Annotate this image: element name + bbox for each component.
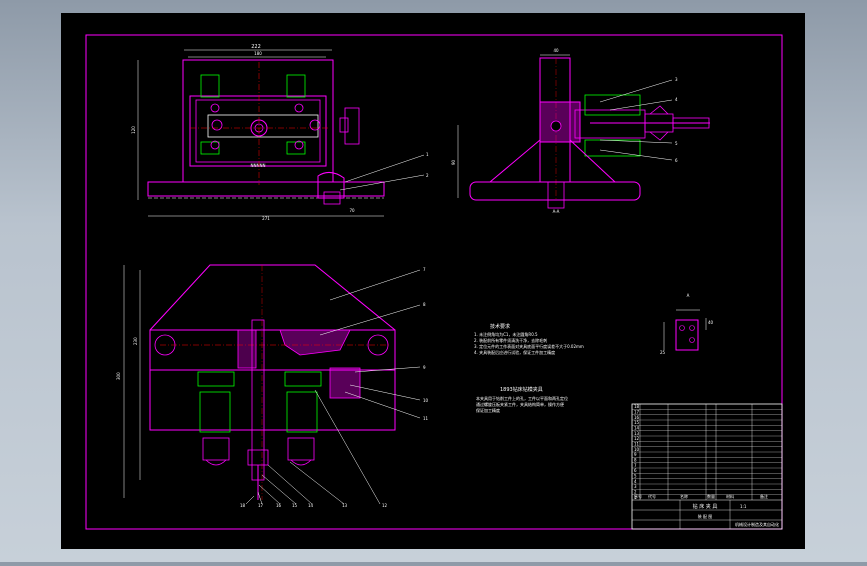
front-leader-1: 1: [426, 152, 429, 157]
side-leader-5: 5: [675, 141, 678, 146]
drawing-caption: 1893钻床钻模夹具 本夹具用于钻削工件上的孔，工件以平面和两孔定位 通过螺旋压…: [476, 386, 568, 413]
side-section-label: A-A: [553, 209, 560, 214]
title-block-row-number: 12: [634, 436, 640, 441]
detail-view: A 25 40: [660, 293, 714, 355]
side-leader-3: 3: [675, 77, 678, 82]
top-leader-7: 7: [423, 267, 426, 272]
detail-dim-2: 40: [708, 320, 714, 325]
front-dim-inner: 180: [254, 51, 262, 56]
tb-header-note: 备注: [760, 493, 768, 499]
title-block-row-number: 10: [634, 447, 640, 452]
technical-notes: 技术要求 1. 未注倒角均为C1，未注圆角R0.5 2. 装配前所有零件须清洗干…: [474, 323, 584, 355]
top-view: 300 230 7 8 9 10: [116, 264, 429, 508]
top-leader-12: 12: [382, 503, 388, 508]
side-dim-top: 40: [553, 48, 559, 53]
title-block-row-number: 7: [634, 463, 637, 468]
title-block-row-number: 4: [634, 479, 637, 484]
top-leader-13: 13: [342, 503, 348, 508]
notes-line-4: 4. 夹具装配后应进行试验，保证工件加工精度: [474, 349, 555, 355]
tb-drawing-title: 钻 床 夹 具: [693, 503, 718, 510]
tb-sub-title: 装 配 图: [698, 513, 713, 519]
detail-dim-1: 25: [660, 350, 666, 355]
title-block-row-number: 2: [634, 489, 637, 494]
front-dim-base: 271: [262, 216, 270, 221]
front-view: 222 180 120 271 70 NNNNN: [131, 44, 429, 221]
caption-title: 1893钻床钻模夹具: [500, 386, 543, 393]
top-leader-16: 16: [276, 503, 282, 508]
top-leader-18: 18: [240, 503, 246, 508]
top-leader-8: 8: [423, 302, 426, 307]
tb-school: 机械设计制造及其自动化: [735, 521, 779, 527]
title-block-row-number: 5: [634, 473, 637, 478]
title-block-row-number: 14: [634, 425, 640, 430]
title-block-row-number: 16: [634, 415, 640, 420]
top-dim-inner: 230: [133, 337, 138, 345]
title-block-row-number: 17: [634, 409, 640, 414]
title-block-row-number: 11: [634, 441, 640, 446]
side-view: 40 90 A-A 3 4 5 6: [451, 48, 710, 214]
top-dim-height: 300: [116, 372, 121, 380]
title-block-row-number: 9: [634, 452, 637, 457]
tb-header-material: 材料: [726, 493, 734, 499]
top-leader-11: 11: [423, 416, 429, 421]
title-block-row-number: 3: [634, 484, 637, 489]
title-block-row-number: 8: [634, 457, 637, 462]
tb-header-seq: 序号: [634, 493, 642, 499]
side-leader-4: 4: [675, 97, 678, 102]
notes-line-2: 2. 装配前所有零件须清洗干净，去除毛刺: [474, 337, 547, 343]
caption-line-2: 通过螺旋压板夹紧工件，夹具结构简单，操作方便: [476, 401, 564, 407]
caption-line-3: 保证加工精度: [476, 407, 500, 413]
tb-header-code: 代号: [648, 493, 656, 499]
title-block-row-number: 15: [634, 420, 640, 425]
front-dim-width: 222: [251, 44, 261, 50]
drawing-sheet: [61, 13, 805, 549]
title-block-row-number: 18: [634, 404, 640, 409]
tb-header-name: 名称: [680, 493, 688, 499]
top-leader-17: 17: [258, 503, 264, 508]
front-leader-2: 2: [426, 173, 429, 178]
title-block-row-number: 13: [634, 431, 640, 436]
top-leader-9: 9: [423, 365, 426, 370]
title-block-row-number: 1: [634, 495, 637, 500]
notes-line-3: 3. 定位元件的工作表面对夹具底面平行度误差不大于0.02mm: [474, 343, 584, 349]
tb-scale: 1:1: [740, 504, 747, 509]
notes-title: 技术要求: [490, 323, 510, 330]
side-leader-6: 6: [675, 158, 678, 163]
notes-line-1: 1. 未注倒角均为C1，未注圆角R0.5: [474, 331, 538, 337]
front-view-label: NNNNN: [251, 163, 266, 168]
title-block-row-number: 6: [634, 468, 637, 473]
drawing-border: [85, 34, 783, 530]
top-leader-10: 10: [423, 398, 429, 403]
front-dim-right: 70: [349, 208, 355, 213]
caption-line-1: 本夹具用于钻削工件上的孔，工件以平面和两孔定位: [476, 395, 568, 401]
detail-label: A: [687, 293, 690, 298]
top-leader-15: 15: [292, 503, 298, 508]
front-dim-height: 120: [131, 126, 136, 134]
side-dim-height: 90: [451, 159, 456, 165]
tb-header-qty: 数量: [707, 493, 715, 499]
top-leader-14: 14: [308, 503, 314, 508]
